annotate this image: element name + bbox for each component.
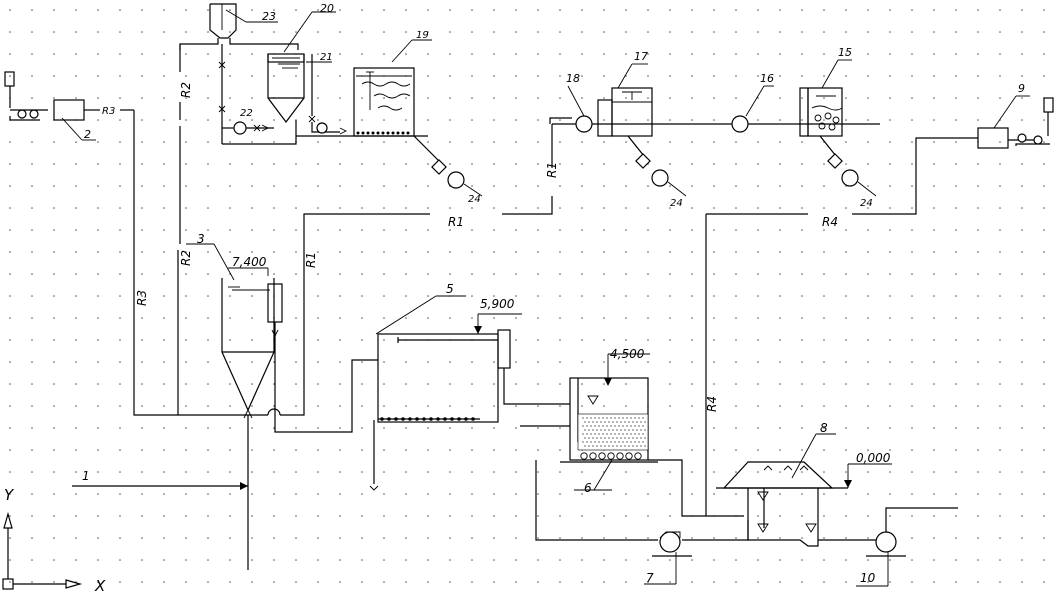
level-7400: 7,400 [232, 255, 267, 269]
filter-6: 4,500 6 [520, 347, 658, 495]
dosing-unit-2: 2 R3 [4, 71, 135, 141]
tank-5: 5 5,900 [369, 282, 570, 491]
chemical-unit-20: 23 22 20 21 [179, 2, 340, 145]
diffuser-19 [356, 131, 410, 135]
line-r2-top: R2 [179, 82, 193, 98]
label-8: 8 [820, 421, 828, 435]
ucs-axes-icon: Y X [2, 486, 106, 595]
axis-y-label: Y [4, 486, 15, 504]
label-5: 5 [446, 282, 454, 296]
tank-19: 19 24 [296, 30, 483, 205]
tank-8: 8 0,000 [716, 421, 892, 547]
line-r3-side: R3 [135, 290, 149, 306]
label-16: 16 [760, 72, 774, 85]
inlet-pipe-1: 1 [72, 415, 249, 570]
label-22: 22 [240, 108, 253, 119]
pump-10: 10 [818, 507, 958, 587]
label-10: 10 [860, 571, 876, 585]
line-r1-center: R1 [448, 215, 464, 229]
line-r2-middle: R2 [179, 250, 193, 266]
level-4500: 4,500 [610, 347, 645, 361]
process-line-right: 18 17 24 16 15 24 [549, 46, 880, 209]
line-r3-top: R3 [102, 106, 115, 117]
label-18: 18 [566, 72, 580, 85]
reactor-3: 3 7,400 [186, 232, 283, 412]
label-24-third: 24 [860, 198, 873, 209]
line-r4-vertical: R4 [705, 396, 719, 412]
label-7: 7 [646, 571, 654, 585]
label-15: 15 [838, 46, 852, 59]
label-24-second: 24 [670, 198, 683, 209]
pump-7: 7 [644, 531, 692, 585]
dosing-unit-9: 9 [852, 82, 1054, 215]
label-1: 1 [82, 469, 90, 483]
dot-grid [9, 9, 1045, 583]
label-21: 21 [320, 52, 333, 63]
line-r1-right: R1 [545, 162, 559, 178]
level-0000: 0,000 [856, 451, 891, 465]
reactor-pipes [133, 120, 430, 433]
label-9: 9 [1018, 82, 1025, 95]
reagent-lines: R1 R1 R1 R2 R2 R3 R4 R4 [135, 82, 838, 412]
gravel-layer [580, 452, 642, 460]
label-17: 17 [634, 50, 648, 63]
label-23: 23 [262, 10, 276, 23]
level-5900: 5,900 [480, 297, 515, 311]
filter-media [582, 417, 646, 447]
label-6: 6 [584, 481, 592, 495]
line-r1-vertical: R1 [304, 252, 318, 268]
label-24-first: 24 [468, 194, 481, 205]
label-20: 20 [320, 2, 334, 15]
label-19: 19 [416, 30, 429, 41]
label-3: 3 [197, 232, 205, 246]
label-2: 2 [84, 128, 91, 141]
axis-x-label: X [94, 577, 106, 594]
filter-loop [535, 214, 749, 541]
line-r4-top: R4 [822, 215, 838, 229]
